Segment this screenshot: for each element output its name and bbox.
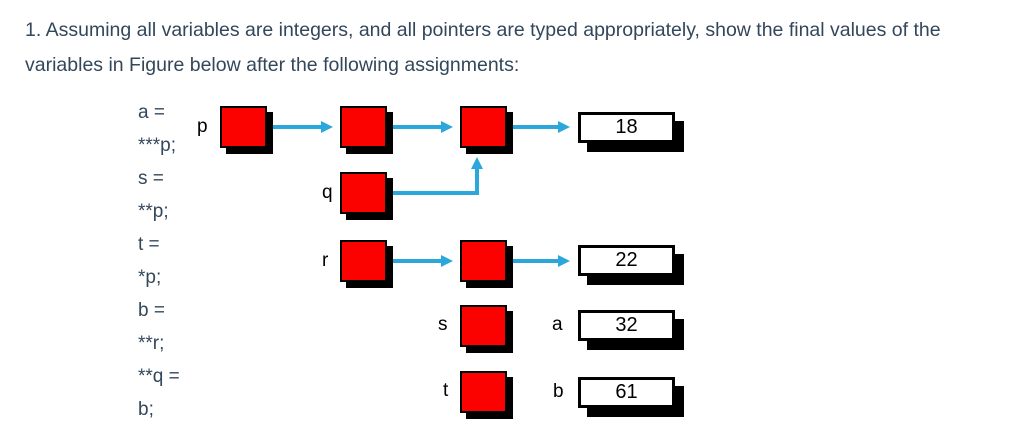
code-line: s =: [138, 168, 164, 189]
code-line: **q =: [138, 366, 180, 387]
pointer-label-t: t: [443, 380, 449, 401]
code-line: b;: [138, 399, 154, 420]
variable-label-b: b: [553, 381, 564, 402]
code-line: a =: [138, 102, 165, 123]
pointer-box-p3: [460, 106, 507, 148]
code-line: b =: [138, 300, 165, 321]
pointer-box-q: [340, 172, 387, 214]
value-box-18: 18: [578, 112, 675, 143]
value-box-61: 61: [578, 377, 675, 408]
pointer-box-r2: [460, 240, 507, 282]
pointer-box-p: [220, 106, 267, 148]
pointer-label-q: q: [322, 182, 333, 203]
pointer-box-s: [460, 305, 507, 347]
pointer-label-p: p: [197, 116, 208, 137]
code-line: t =: [138, 234, 160, 255]
pointer-box-t: [460, 371, 507, 413]
code-line: **r;: [138, 333, 165, 354]
value-box-32: 32: [578, 310, 675, 341]
question-text: 1. Assuming all variables are integers, …: [25, 13, 941, 83]
pointer-box-r: [340, 240, 387, 282]
code-line: **p;: [138, 201, 169, 222]
pointer-label-r: r: [322, 250, 329, 271]
variable-label-a: a: [552, 314, 563, 335]
code-line: *p;: [138, 267, 162, 288]
question-line-2: variables in Figure below after the foll…: [25, 54, 520, 76]
code-line: ***p;: [138, 135, 177, 156]
question-line-1: 1. Assuming all variables are integers, …: [25, 19, 941, 41]
value-box-22: 22: [578, 245, 675, 276]
pointer-box-p2: [340, 106, 387, 148]
pointer-label-s: s: [438, 314, 448, 335]
assignment-code: a = ***p; s = **p; t = *p; b = **r; **q …: [138, 96, 180, 424]
